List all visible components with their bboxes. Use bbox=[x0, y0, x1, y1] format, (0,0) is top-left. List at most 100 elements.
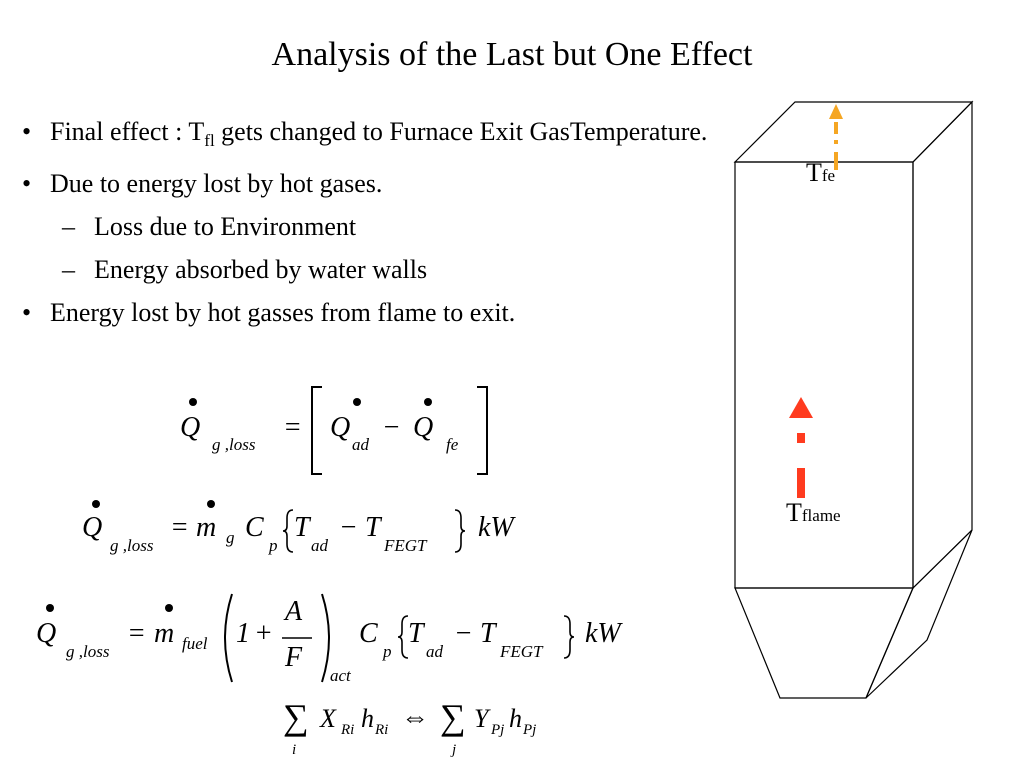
eq2-p-sub: p bbox=[269, 536, 278, 555]
bullet-item-final-effect: • Final effect : Tfl gets changed to Fur… bbox=[20, 116, 710, 156]
sum-index-j: j bbox=[452, 742, 457, 758]
eq2-t: T bbox=[294, 512, 310, 543]
eq2-equals: = bbox=[170, 512, 189, 543]
flame-arrow bbox=[789, 397, 813, 498]
eq3-act-sub: act bbox=[330, 666, 351, 685]
bullet-text: Final effect : T bbox=[50, 117, 205, 146]
bullet-text: Due to energy lost by hot gases. bbox=[50, 169, 383, 198]
sub-item-text: Loss due to Environment bbox=[94, 212, 357, 241]
eq2-lhs-sub: g ,loss bbox=[110, 536, 154, 555]
eq1-q: Q bbox=[180, 412, 201, 443]
eq3-ad-sub: ad bbox=[426, 642, 443, 661]
eq2-unit: kW bbox=[478, 512, 514, 543]
eq4-pj-sub-2: Pj bbox=[523, 722, 537, 738]
eq3-plus: + bbox=[254, 618, 273, 649]
derivative-dot bbox=[46, 604, 54, 612]
eq2-ad-sub: ad bbox=[311, 536, 328, 555]
furnace-top-face bbox=[733, 101, 974, 163]
eq3-lhs-sub: g ,loss bbox=[66, 642, 110, 661]
bullet-text-cont: gets changed to Furnace Exit GasTemperat… bbox=[214, 117, 708, 146]
equivalence-symbol: ⇔ bbox=[401, 702, 429, 733]
derivative-dot bbox=[207, 500, 215, 508]
right-brace bbox=[454, 509, 466, 553]
eq4-x: X bbox=[320, 704, 336, 733]
eq3-f: F bbox=[285, 642, 303, 673]
left-brace bbox=[283, 509, 294, 553]
sub-mark: – bbox=[62, 212, 75, 241]
label-t-fe-sub: fe bbox=[821, 166, 836, 185]
eq3-unit: kW bbox=[585, 618, 621, 649]
derivative-dot bbox=[92, 500, 100, 508]
eq1-equals: = bbox=[283, 412, 302, 443]
eq3-t: T bbox=[408, 618, 424, 649]
eq3-a: A bbox=[285, 596, 303, 627]
bullet-item-flame-to-exit: • Energy lost by hot gasses from flame t… bbox=[20, 297, 710, 328]
eq1-minus: − bbox=[382, 412, 401, 443]
eq3-q: Q bbox=[36, 618, 57, 649]
left-bracket bbox=[311, 386, 322, 475]
sum-symbol: ∑ bbox=[283, 697, 309, 737]
eq3-parens bbox=[224, 593, 330, 683]
sub-item-environment: – Loss due to Environment bbox=[50, 211, 710, 242]
left-paren bbox=[224, 593, 233, 683]
eq2-q: Q bbox=[82, 512, 103, 543]
eq1-brackets bbox=[311, 386, 488, 475]
eq1-ad-sub: ad bbox=[352, 435, 369, 454]
bullet-item-energy-lost: • Due to energy lost by hot gases. – Los… bbox=[20, 168, 710, 285]
right-paren bbox=[321, 593, 330, 683]
flame-arrow-head bbox=[789, 397, 813, 418]
exit-arrow-dash bbox=[834, 140, 838, 144]
eq2-m: m bbox=[196, 512, 217, 543]
bullet-mark: • bbox=[22, 298, 32, 327]
eq4-pj-sub: Pj bbox=[491, 722, 505, 738]
derivative-dot bbox=[165, 604, 173, 612]
derivative-dot bbox=[189, 398, 197, 406]
eq4-ri-sub: Ri bbox=[341, 722, 355, 738]
label-t-flame: Tflame bbox=[786, 498, 841, 528]
eq2-braces bbox=[283, 509, 466, 553]
eq4-h2: h bbox=[509, 704, 522, 733]
eq2-fegt-sub: FEGT bbox=[384, 536, 427, 555]
subscript-fl: fl bbox=[204, 131, 215, 150]
label-t-flame-main: T bbox=[786, 498, 802, 527]
eq4-ri-sub-2: Ri bbox=[375, 722, 389, 738]
eq3-c: C bbox=[359, 618, 378, 649]
sum-index-i: i bbox=[292, 742, 297, 758]
eq1-q-fe: Q bbox=[413, 412, 434, 443]
flame-arrow-dash bbox=[797, 468, 805, 498]
eq3-t2: T bbox=[480, 618, 496, 649]
hopper-front bbox=[734, 587, 914, 699]
label-t-flame-sub: flame bbox=[801, 506, 841, 525]
sub-mark: – bbox=[62, 255, 75, 284]
bullet-list: • Final effect : Tfl gets changed to Fur… bbox=[20, 116, 710, 340]
eq3-fegt-sub: FEGT bbox=[500, 642, 543, 661]
bullet-text: Energy lost by hot gasses from flame to … bbox=[50, 298, 516, 327]
eq2-t2: T bbox=[365, 512, 381, 543]
eq4-h: h bbox=[361, 704, 374, 733]
sum-symbol-2: ∑ bbox=[440, 697, 466, 737]
bullet-mark: • bbox=[22, 117, 32, 146]
eq2-c: C bbox=[245, 512, 264, 543]
eq1-lhs-sub: g ,loss bbox=[212, 435, 256, 454]
eq3-equals: = bbox=[127, 618, 146, 649]
furnace-outline bbox=[733, 100, 974, 699]
eq2-minus: − bbox=[339, 512, 358, 543]
label-t-fe-main: T bbox=[806, 158, 822, 187]
sub-item-text: Energy absorbed by water walls bbox=[94, 255, 428, 284]
right-bracket bbox=[477, 386, 488, 475]
bullet-mark: • bbox=[22, 169, 32, 198]
exit-gas-arrow bbox=[829, 104, 843, 170]
eq2-m-sub: g bbox=[226, 528, 235, 547]
sub-item-water-walls: – Energy absorbed by water walls bbox=[50, 254, 710, 285]
eq1-q-ad: Q bbox=[330, 412, 351, 443]
eq1-fe-sub: fe bbox=[446, 435, 459, 454]
eq4-y: Y bbox=[474, 704, 489, 733]
left-brace bbox=[398, 615, 409, 659]
exit-arrow-dash bbox=[834, 122, 838, 134]
eq3-one: 1 bbox=[236, 618, 250, 649]
exit-arrow-head bbox=[829, 104, 843, 119]
eq3-minus: − bbox=[454, 618, 473, 649]
label-t-fe: Tfe bbox=[806, 158, 835, 188]
derivative-dot bbox=[424, 398, 432, 406]
